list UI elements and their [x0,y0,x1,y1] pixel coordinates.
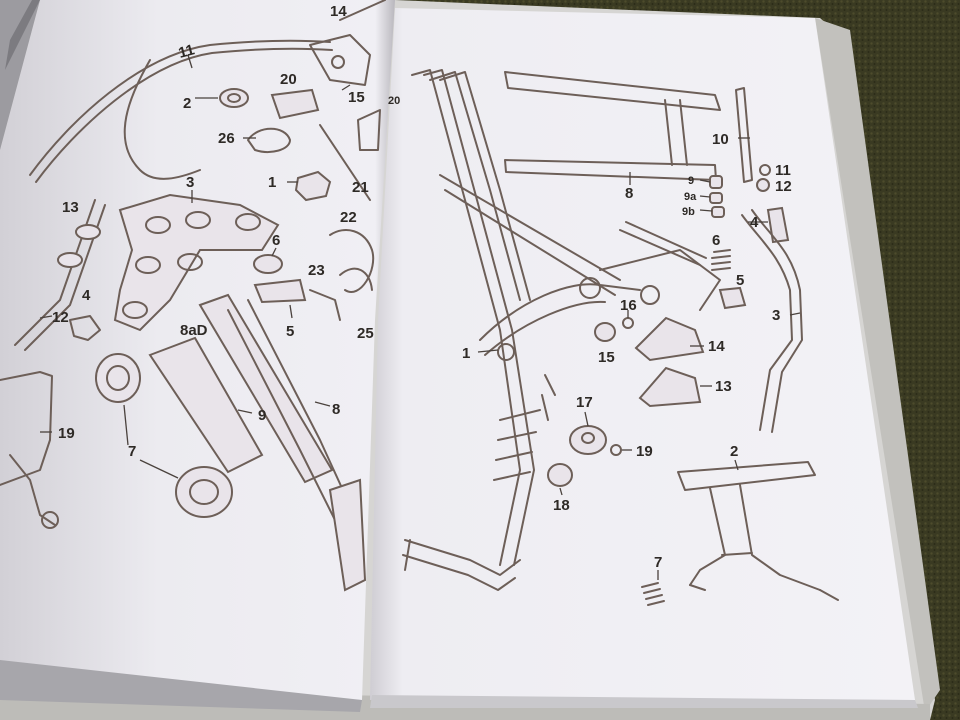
right-label-10: 10 [712,131,729,148]
left-label-23: 23 [308,262,325,279]
right-label-8: 8 [625,185,633,202]
left-label-19: 19 [58,425,75,442]
left-label-14: 14 [330,3,347,20]
right-page: 20 [370,8,918,708]
left-label-12: 12 [52,309,69,326]
right-label-12: 12 [775,178,792,195]
left-label-21: 21 [352,179,369,196]
right-label-9a: 9a [684,191,697,203]
binder-edge-right [815,18,940,712]
right-label-2: 2 [730,443,738,460]
left-label-3: 3 [186,174,194,191]
right-label-16: 16 [620,297,637,314]
right-label-9b: 9b [682,206,695,218]
left-label-7a: 7 [128,443,136,460]
left-page: 14 11 20 2 15 26 21 1 3 22 13 6 23 4 12 … [0,0,395,712]
frame-drawing [402,69,721,591]
right-label-1: 1 [462,345,470,362]
left-label-9: 9 [258,407,266,424]
right-label-11: 11 [775,162,791,179]
left-label-11: 11 [177,41,197,62]
right-label-19: 19 [636,443,653,460]
left-label-13: 13 [62,199,79,216]
right-label-17: 17 [576,394,593,411]
right-label-6: 6 [712,232,720,249]
right-label-5: 5 [736,272,744,289]
left-label-5: 5 [286,323,294,340]
left-label-25: 25 [357,325,374,342]
left-label-8: 8 [332,401,340,418]
left-label-2: 2 [183,95,191,112]
left-label-20: 20 [280,71,297,88]
right-label-7: 7 [654,554,662,571]
left-label-22: 22 [340,209,357,226]
left-label-15: 15 [348,89,365,106]
right-label-15: 15 [598,349,615,366]
left-label-6: 6 [272,232,280,249]
right-corner-note: 20 [388,95,400,107]
left-label-1: 1 [268,174,276,191]
right-label-13: 13 [715,378,732,395]
right-label-18: 18 [553,497,570,514]
left-label-26: 26 [218,130,235,147]
left-label-8aD: 8aD [180,322,208,339]
right-label-9: 9 [688,175,694,187]
right-label-4: 4 [750,214,759,231]
right-label-14: 14 [708,338,725,355]
right-label-3: 3 [772,307,780,324]
left-label-4: 4 [82,287,91,304]
